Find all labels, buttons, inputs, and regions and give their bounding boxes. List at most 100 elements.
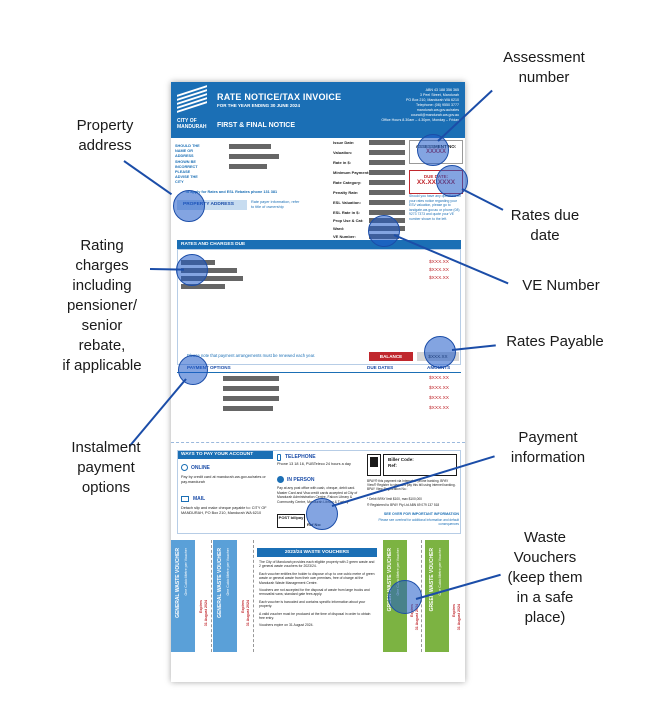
- field-label: Rate Category:: [333, 180, 362, 185]
- general-voucher-stub: Expires 31 August 2024: [237, 540, 254, 652]
- waste-paragraph: Vouchers expire on 31 August 2024.: [259, 623, 314, 628]
- callout-text: place): [524, 609, 566, 626]
- post-billpay-logo: POST billpay: [277, 514, 305, 528]
- mail-text: Detach slip and make cheque payable to: …: [181, 506, 267, 516]
- biller-box: Biller Code: Ref:: [383, 454, 457, 476]
- person-icon: [277, 476, 284, 483]
- property-address-label: PROPERTY ADDRESS: [177, 200, 247, 210]
- redacted-suburb: [229, 164, 267, 169]
- redacted-option: [223, 396, 279, 401]
- green-voucher-sub: One Cubic Metre per Voucher: [438, 548, 442, 596]
- highlight-due-date: [436, 165, 468, 197]
- highlight-ve-number: [368, 215, 400, 247]
- mail-icon: [181, 496, 189, 502]
- redacted-value: [369, 160, 405, 165]
- general-voucher-expiry: Expires: [241, 600, 245, 613]
- field-label: ESL Rate in $:: [333, 210, 360, 215]
- callout-rating-charges: Rating charges including pensioner/ seni…: [40, 236, 164, 376]
- redacted-charge: [181, 268, 237, 273]
- callout-text: if applicable: [62, 357, 142, 374]
- redacted-address: [229, 154, 279, 159]
- redacted-value: [369, 180, 405, 185]
- telephone-text: Phone 13 18 16, PUBTeleco 24 hours a day: [277, 462, 351, 466]
- general-voucher-sub: One Cubic Metre per Voucher: [184, 548, 188, 596]
- payment-options-col: PAYMENT OPTIONS: [187, 365, 231, 370]
- charge-amount: $XXX.XX: [429, 268, 449, 273]
- callout-text: Vouchers: [513, 549, 577, 566]
- contact-line: ABN 43 188 356 365: [425, 88, 459, 92]
- callout-text: Rating: [80, 237, 124, 254]
- callout-text: in a safe: [516, 589, 574, 606]
- callout-text: Payment: [518, 429, 578, 446]
- notice-title: RATE NOTICE/TAX INVOICE: [217, 92, 342, 102]
- rates-charges-heading: RATES AND CHARGES DUE: [177, 240, 461, 249]
- biller-code-label: Biller Code:: [388, 457, 414, 462]
- callout-text: including: [72, 277, 132, 294]
- logo-text: CITY OF MANDURAH: [177, 118, 207, 130]
- option-amount: $XXX.XX: [429, 376, 449, 381]
- callout-text: payment: [77, 459, 135, 476]
- waste-vouchers-heading: 2023/24 WASTE VOUCHERS: [257, 548, 377, 557]
- notice-header: CITY OF MANDURAH RATE NOTICE/TAX INVOICE…: [171, 82, 465, 138]
- callout-text: number: [518, 69, 570, 86]
- contact-line: Telephone: (08) 9550 3777: [416, 103, 459, 107]
- field-label: Minimum Payment:: [333, 170, 370, 175]
- contact-line: council@mandurah.wa.gov.au: [410, 113, 459, 117]
- bpay-limits: * Debit BPAY limit $100, max $100,000: [367, 497, 422, 501]
- field-label: Ward:: [333, 226, 345, 231]
- general-voucher-label: GENERAL WASTE VOUCHER: [175, 548, 181, 618]
- contact-line: 3 Peel Street, Mandurah: [420, 93, 459, 97]
- redacted-charge: [181, 276, 243, 281]
- see-over-note: SEE OVER FOR IMPORTANT INFORMATION: [383, 512, 459, 516]
- option-amount: $XXX.XX: [429, 386, 449, 391]
- green-voucher-stub: Expires 31 August 2024: [449, 540, 465, 652]
- contact-line: Office Hours 8.30am – 4.30pm, Monday – F…: [381, 118, 459, 122]
- general-voucher-expiry-date: 31 August 2024: [246, 600, 250, 627]
- callout-payment-information: Payment information: [488, 428, 608, 468]
- redacted-value: [369, 170, 405, 175]
- ways-to-pay-heading: WAYS TO PAY YOUR ACCOUNT: [177, 450, 273, 459]
- ways-to-pay-panel: [177, 450, 461, 534]
- general-waste-voucher: GENERAL WASTE VOUCHER One Cubic Metre pe…: [213, 540, 237, 652]
- callout-text: Property: [76, 117, 134, 134]
- general-voucher-stub: Expires 31 August 2024: [195, 540, 212, 652]
- redacted-charge: [181, 284, 225, 289]
- callout-text: information: [510, 449, 586, 466]
- callout-text: Assessment: [503, 49, 585, 66]
- callout-text: pensioner/: [66, 297, 138, 314]
- charge-amount: $XXX.XX: [429, 276, 449, 281]
- general-voucher-expiry: Expires: [199, 600, 203, 613]
- waste-paragraph: Vouchers are not accepted for the dispos…: [259, 588, 370, 597]
- redacted-value: [369, 150, 405, 155]
- bpay-logo: [367, 454, 381, 476]
- city-logo: CITY OF MANDURAH: [177, 85, 207, 130]
- payment-options-header: PAYMENT OPTIONS DUE DATES AMOUNTS: [177, 364, 461, 373]
- bpay-registered: ® Registered to BPAY Pty Ltd ABN 69 079 …: [367, 503, 440, 507]
- leader-property: [123, 160, 173, 196]
- callout-ve-number: VE Number: [506, 276, 616, 296]
- waste-paragraph: The City of Mandurah provides each eligi…: [259, 560, 375, 569]
- ratepayer-info-note: Rate payer information, refer to title o…: [251, 200, 300, 210]
- option-amount: $XXX.XX: [429, 396, 449, 401]
- callout-text: charges: [75, 257, 129, 274]
- tear-off-line: [171, 442, 465, 443]
- address-correction-note: SHOULD THE NAME OR ADDRESS SHOWN BE INCO…: [175, 144, 200, 185]
- callout-text: Rates due: [510, 207, 580, 224]
- contact-line: PO Box 210, Mandurah WA 6210: [405, 98, 459, 102]
- redacted-option: [223, 376, 279, 381]
- rebate-phone-note: To apply for Rates and ESL Rebates phone…: [185, 190, 278, 194]
- charge-amount: $XXX.XX: [429, 260, 449, 265]
- callout-text: Rates Payable: [506, 333, 604, 350]
- balance-label: BALANCE: [369, 352, 413, 361]
- redacted-value: [369, 200, 405, 205]
- globe-icon: [181, 464, 188, 471]
- general-voucher-label: GENERAL WASTE VOUCHER: [217, 548, 223, 618]
- biller-ref-label: Ref:: [388, 463, 397, 468]
- council-contact: ABN 43 188 356 365 3 Peel Street, Mandur…: [379, 88, 459, 123]
- waste-paragraph: Each voucher entitles the holder to disp…: [259, 571, 375, 585]
- callout-text: Instalment: [71, 439, 141, 456]
- due-date-label: DUE DATE:: [423, 174, 448, 179]
- callout-text: VE Number: [522, 277, 600, 294]
